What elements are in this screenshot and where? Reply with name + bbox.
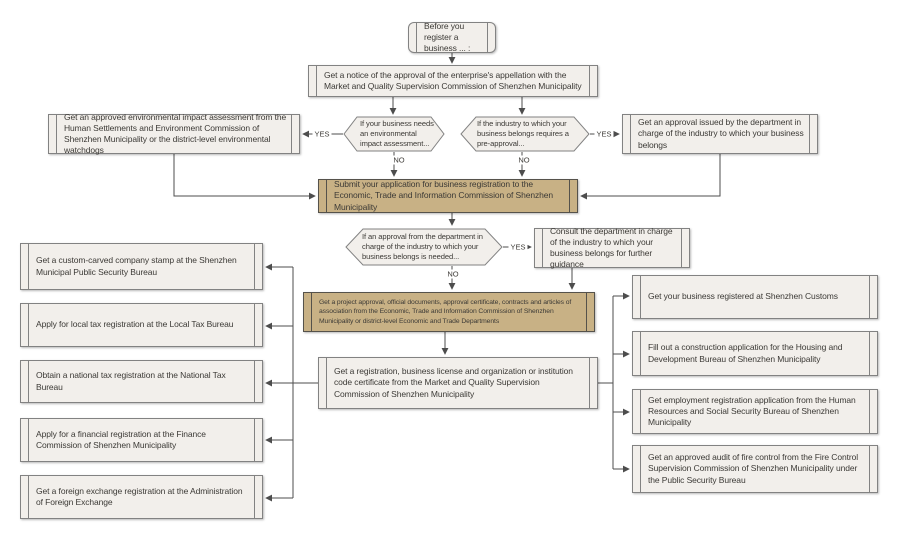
node-submit-application: Submit your application for business reg… [318, 179, 578, 213]
edge-label-pre-no: NO [516, 155, 532, 165]
node-national-tax: Obtain a national tax registration at th… [20, 360, 263, 403]
hexagon-shape [460, 116, 590, 152]
node-registration-license: Get a registration, business license and… [318, 357, 598, 409]
node-financial-registration: Apply for a financial registration at th… [20, 418, 263, 462]
decision-approval-needed-label: If an approval from the department in ch… [362, 231, 483, 261]
node-consult-department-label: Consult the department in charge of the … [550, 225, 673, 270]
decision-environmental-assessment-label: If your business needs an environmental … [360, 118, 434, 148]
decision-pre-approval-label: If the industry to which your business b… [477, 118, 569, 148]
hexagon-shape [343, 116, 445, 152]
node-foreign-exchange: Get a foreign exchange registration at t… [20, 475, 263, 519]
node-local-tax-label: Apply for local tax registration at the … [36, 319, 234, 330]
edge-label-approval-yes: YES [508, 242, 528, 252]
node-start-label: Before you register a business ... : [424, 20, 471, 54]
node-project-approval-label: Get a project approval, official documen… [319, 299, 572, 325]
node-construction-application: Fill out a construction application for … [632, 331, 878, 376]
node-employment-registration-label: Get employment registration application … [648, 394, 856, 428]
node-local-tax: Apply for local tax registration at the … [20, 303, 263, 347]
node-employment-registration: Get employment registration application … [632, 389, 878, 434]
node-start: Before you register a business ... : [408, 20, 496, 54]
node-environmental-assessment: Get an approved environmental impact ass… [48, 112, 300, 155]
node-financial-registration-label: Apply for a financial registration at th… [36, 428, 206, 450]
decision-pre-approval: If the industry to which your business b… [460, 116, 590, 152]
node-industry-approval: Get an approval issued by the department… [622, 114, 818, 154]
node-national-tax-label: Obtain a national tax registration at th… [36, 370, 226, 392]
node-customs: Get your business registered at Shenzhen… [632, 275, 878, 319]
node-construction-application-label: Fill out a construction application for … [648, 342, 843, 364]
node-fire-control-audit-label: Get an approved audit of fire control fr… [648, 452, 859, 485]
node-customs-label: Get your business registered at Shenzhen… [648, 291, 838, 302]
edge-label-approval-no: NO [445, 269, 461, 279]
node-submit-application-label: Submit your application for business reg… [334, 179, 554, 212]
node-environmental-assessment-label: Get an approved environmental impact ass… [64, 111, 287, 156]
hexagon-shape [345, 228, 503, 266]
node-company-stamp-label: Get a custom-carved company stamp at the… [36, 255, 237, 277]
edge-label-pre-yes: YES [594, 129, 614, 139]
node-appellation-notice-label: Get a notice of the approval of the ente… [324, 69, 582, 91]
node-project-approval: Get a project approval, official documen… [303, 292, 595, 332]
node-appellation-notice: Get a notice of the approval of the ente… [308, 65, 598, 97]
edge-label-env-no: NO [391, 155, 407, 165]
decision-approval-needed: If an approval from the department in ch… [345, 228, 503, 266]
node-foreign-exchange-label: Get a foreign exchange registration at t… [36, 485, 243, 507]
edge-label-env-yes: YES [312, 129, 332, 139]
node-industry-approval-label: Get an approval issued by the department… [638, 117, 804, 150]
node-consult-department: Consult the department in charge of the … [534, 226, 690, 269]
node-registration-license-label: Get a registration, business license and… [334, 366, 573, 399]
decision-environmental-assessment: If your business needs an environmental … [343, 116, 445, 152]
node-company-stamp: Get a custom-carved company stamp at the… [20, 243, 263, 290]
node-fire-control-audit: Get an approved audit of fire control fr… [632, 445, 878, 493]
